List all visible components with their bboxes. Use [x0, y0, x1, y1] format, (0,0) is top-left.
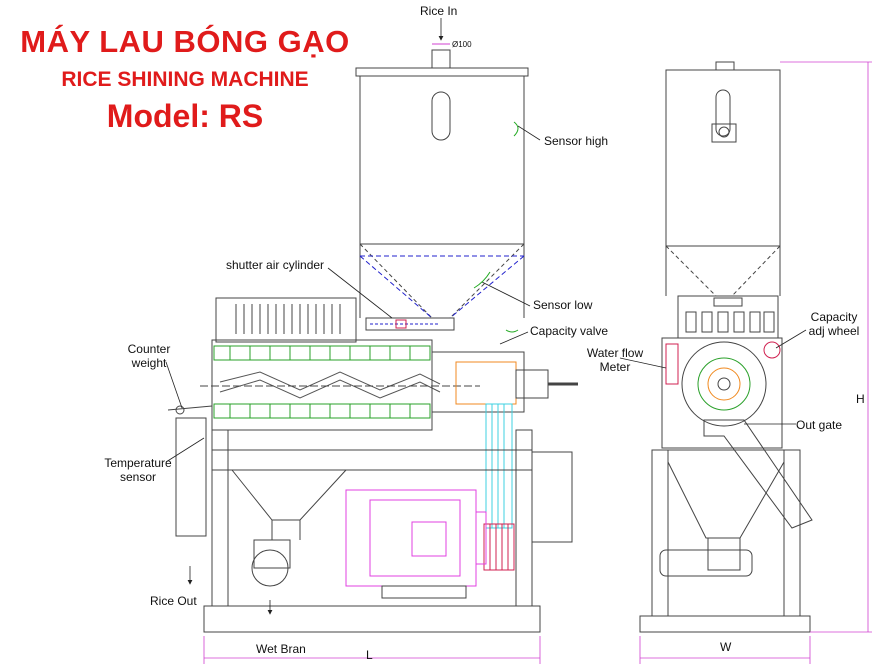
- front-body: [661, 337, 783, 449]
- label-sensor-high: Sensor high: [544, 134, 609, 148]
- label-water-flow-meter-line2: Meter: [599, 360, 631, 374]
- dimension-h: H: [856, 392, 865, 406]
- leader-lines: [165, 18, 807, 615]
- dimension-w: W: [720, 640, 732, 654]
- label-rice-in: Rice In: [420, 4, 458, 18]
- frame-left-leg: [211, 429, 229, 607]
- drive-belt: [485, 403, 513, 529]
- label-water-flow-meter: Water flow Meter: [580, 346, 650, 374]
- model-name: Model: RS: [106, 98, 264, 134]
- rice-inlet-pipe: [431, 49, 451, 69]
- bran-chute: [231, 469, 347, 521]
- label-diameter: Ø100: [452, 40, 472, 49]
- sensor-marks: [473, 121, 519, 333]
- main-motor: [345, 489, 487, 587]
- label-capacity-adj-wheel-line2: adj wheel: [808, 324, 860, 338]
- drum-end-cover: [681, 341, 767, 427]
- base-plate: [203, 605, 541, 633]
- label-temperature-sensor: Temperature sensor: [100, 456, 176, 484]
- drive-housing: [431, 351, 525, 413]
- motor-cover: [215, 297, 357, 343]
- title-vietnamese: MÁY LAU BÓNG GẠO: [20, 24, 350, 59]
- dimension-l: L: [366, 648, 373, 662]
- label-sensor-low: Sensor low: [533, 298, 593, 312]
- label-counter-weight-line2: weight: [131, 356, 167, 370]
- label-capacity-adj-wheel-line1: Capacity: [810, 310, 858, 324]
- label-capacity-adj-wheel: Capacity adj wheel: [804, 310, 864, 338]
- label-wet-bran: Wet Bran: [256, 642, 306, 656]
- label-temperature-sensor-line1: Temperature: [104, 456, 172, 470]
- label-water-flow-meter-line1: Water flow: [586, 346, 644, 360]
- motor-pulley: [483, 523, 515, 571]
- label-temperature-sensor-line2: sensor: [119, 470, 157, 484]
- side-view: [167, 43, 578, 633]
- title-english: RICE SHINING MACHINE: [61, 68, 309, 91]
- label-shutter-air-cylinder: shutter air cylinder: [226, 258, 325, 272]
- label-counter-weight-line1: Counter: [127, 342, 171, 356]
- front-view: [639, 61, 813, 633]
- label-out-gate: Out gate: [796, 418, 843, 432]
- out-gate-chute: [703, 419, 813, 529]
- frame-right-leg: [515, 429, 533, 607]
- label-capacity-valve: Capacity valve: [530, 324, 609, 338]
- front-base: [639, 615, 811, 633]
- hopper-lid: [355, 67, 529, 77]
- label-rice-out: Rice Out: [150, 594, 197, 608]
- dimension-lines: [203, 61, 872, 664]
- hopper-window: [431, 91, 451, 141]
- shutter-cylinder: [365, 317, 455, 331]
- front-hopper: [665, 69, 781, 247]
- label-counter-weight: Counter weight: [124, 342, 174, 370]
- hopper-body: [359, 75, 525, 245]
